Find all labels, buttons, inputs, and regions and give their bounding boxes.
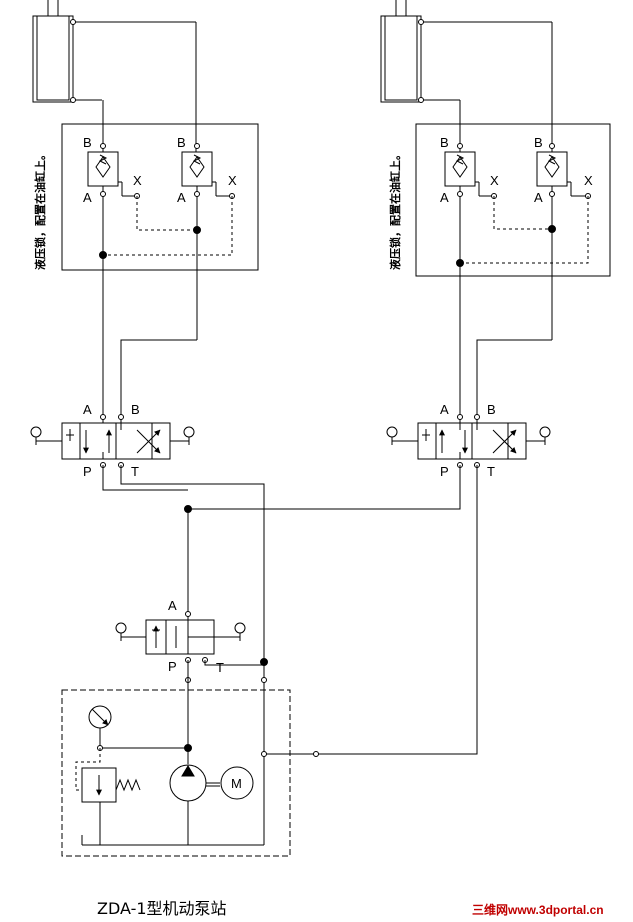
- port-label-x: X: [584, 173, 593, 188]
- port-label-t: T: [216, 660, 224, 675]
- port-label-p: P: [440, 464, 449, 479]
- watermark: 三维网www.3dportal.cn: [472, 902, 604, 917]
- port-label-b: B: [440, 135, 449, 150]
- port-label-b: B: [487, 402, 496, 417]
- power-unit: [61, 689, 478, 857]
- port-label-a: A: [534, 190, 543, 205]
- port-label-p: P: [83, 464, 92, 479]
- hydraulic-lock-left: [61, 22, 259, 340]
- port-label-a: A: [440, 402, 449, 417]
- diagram-caption: ZDA-1型机动泵站: [97, 899, 227, 918]
- port-label-x: X: [490, 173, 499, 188]
- port-label-x: X: [228, 173, 237, 188]
- motor-label: M: [231, 776, 242, 791]
- port-label-b: B: [534, 135, 543, 150]
- directional-valve-left: [30, 414, 195, 468]
- port-labels: B A B A X X B A B A X X A B P T A B P T …: [83, 135, 593, 791]
- cylinder-left: [32, 0, 196, 103]
- port-label-b: B: [177, 135, 186, 150]
- lock-note-left: 液压锁，配置在油缸上。: [33, 149, 47, 270]
- port-label-a: A: [168, 598, 177, 613]
- hydraulic-lock-right: [415, 22, 611, 430]
- port-label-a: A: [440, 190, 449, 205]
- pump-station-valve: [115, 611, 268, 845]
- cylinder-right: [380, 0, 552, 103]
- supply-return-lines: [102, 465, 478, 690]
- port-label-a: A: [177, 190, 186, 205]
- port-label-t: T: [131, 464, 139, 479]
- directional-valve-right: [386, 414, 551, 468]
- lock-note-right: 液压锁，配置在油缸上。: [388, 149, 402, 270]
- port-label-a: A: [83, 190, 92, 205]
- port-label-p: P: [168, 659, 177, 674]
- upper-lines: [102, 255, 552, 423]
- port-label-t: T: [487, 464, 495, 479]
- port-label-x: X: [133, 173, 142, 188]
- port-label-a: A: [83, 402, 92, 417]
- port-label-b: B: [131, 402, 140, 417]
- port-label-b: B: [83, 135, 92, 150]
